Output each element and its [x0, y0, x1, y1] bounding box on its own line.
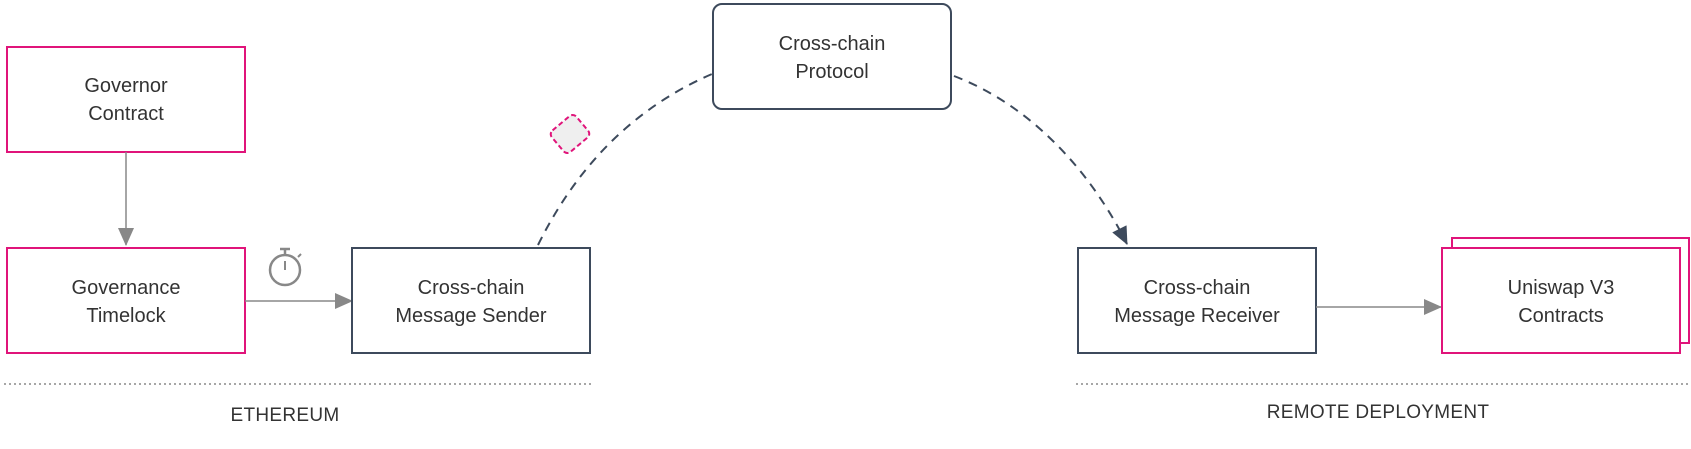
message-sender-node: Cross-chain Message Sender [351, 247, 591, 354]
ethereum-region-label: ETHEREUM [230, 405, 339, 426]
remote-deployment-region-label: REMOTE DEPLOYMENT [1267, 402, 1490, 423]
message-receiver-label-line2: Message Receiver [1114, 305, 1280, 327]
uniswap-v3-contracts-node: Uniswap V3 Contracts [1441, 237, 1690, 354]
cross-chain-protocol-label-line1: Cross-chain [779, 33, 886, 55]
governance-timelock-label-line2: Timelock [86, 305, 166, 327]
stopwatch-icon [268, 247, 302, 287]
message-receiver-node: Cross-chain Message Receiver [1077, 247, 1317, 354]
protocol-to-receiver-dashed-path [953, 75, 1128, 245]
cross-chain-protocol-label-line2: Protocol [795, 61, 868, 83]
governance-timelock-label-line1: Governance [72, 277, 181, 299]
uniswap-v3-contracts-label-line1: Uniswap V3 [1508, 277, 1615, 299]
message-packet-icon [549, 114, 591, 154]
governor-contract-label-line1: Governor [84, 75, 168, 97]
sender-to-protocol-dashed-path [537, 73, 713, 246]
message-receiver-label-line1: Cross-chain [1144, 277, 1251, 299]
message-sender-label-line2: Message Sender [395, 305, 547, 327]
governor-contract-label-line2: Contract [88, 103, 164, 125]
message-sender-label-line1: Cross-chain [418, 277, 525, 299]
cross-chain-protocol-node: Cross-chain Protocol [712, 3, 952, 110]
governance-timelock-node: Governance Timelock [6, 247, 246, 354]
uniswap-v3-contracts-label-line2: Contracts [1518, 305, 1604, 327]
governor-contract-node: Governor Contract [6, 46, 246, 153]
